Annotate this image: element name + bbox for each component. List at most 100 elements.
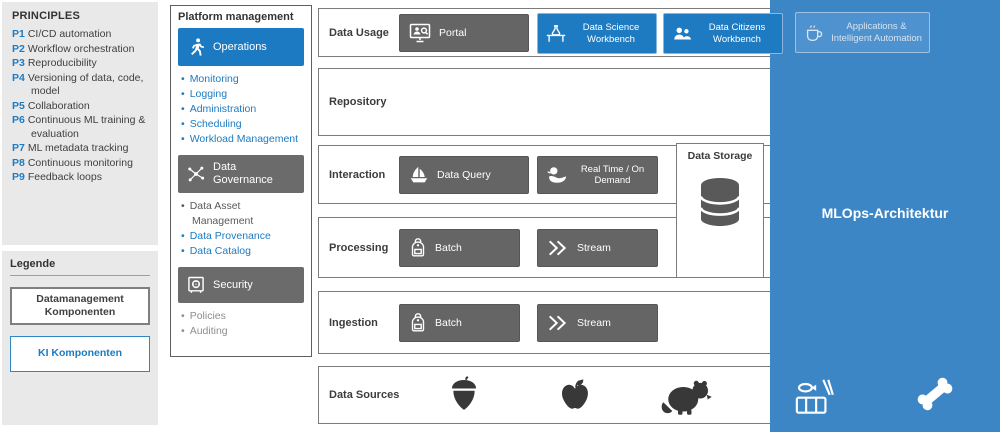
principle-id: P8 (12, 156, 25, 169)
bullet-item: Scheduling (181, 117, 304, 132)
portal-label: Portal (439, 26, 467, 39)
data-query-button[interactable]: Data Query (399, 156, 529, 194)
mlops-overlay-panel: MLOps-Architektur (770, 0, 1000, 432)
stream-label: Stream (577, 316, 611, 329)
row-label: Ingestion (329, 316, 378, 329)
principles-title: PRINCIPLES (12, 10, 81, 22)
operations-bullets: Monitoring Logging Administration Schedu… (181, 72, 304, 147)
platform-management-title: Platform management (178, 11, 294, 23)
data-science-workbench-button[interactable]: Data Science Workbench (537, 13, 657, 54)
legend-panel: Legende Datamanagement Komponenten KI Ko… (2, 251, 158, 425)
ship-icon (407, 164, 431, 186)
portal-button[interactable]: Portal (399, 14, 529, 52)
apple-icon (557, 376, 593, 416)
backpack-icon (407, 237, 429, 259)
monitor-user-icon (407, 21, 433, 45)
principle-id: P2 (12, 42, 25, 55)
row-label: Repository (329, 96, 387, 108)
backpack-icon (407, 312, 429, 334)
processing-batch-button[interactable]: Batch (399, 229, 520, 267)
principle-text: Continuous monitoring (27, 156, 133, 169)
principle-id: P5 (12, 99, 25, 112)
principle-text: Reproducibility (27, 57, 97, 69)
data-citizens-workbench-button[interactable]: Data Citizens Workbench (663, 13, 783, 54)
legend-ki-chip: KI Komponenten (10, 336, 150, 372)
principle-text: Collaboration (27, 99, 90, 112)
real-time-label: Real Time / On Demand (580, 163, 645, 186)
stream-label: Stream (577, 241, 611, 254)
citizens-people-icon (671, 23, 693, 45)
legend-datamanagement-chip: Datamanagement Komponenten (10, 287, 150, 325)
principle-id: P4 (12, 71, 25, 84)
principle-text: Continuous ML training & evaluation (27, 114, 146, 140)
row-label: Interaction (329, 168, 386, 181)
principle-id: P7 (12, 142, 25, 154)
bullet-item: Administration (181, 102, 304, 117)
coffee-cup-icon (803, 22, 825, 44)
governance-label: Data Governance (213, 161, 273, 186)
operations-button[interactable]: Operations (178, 28, 304, 66)
ingestion-batch-button[interactable]: Batch (399, 304, 520, 342)
principle-text: Workflow orchestration (27, 42, 135, 55)
network-nodes-icon (186, 164, 206, 184)
bullet-item: Logging (181, 87, 304, 102)
principle-text: Versioning of data, code, model (27, 71, 144, 98)
bullet-item: Auditing (181, 324, 304, 339)
bento-fish-icon (794, 377, 834, 417)
bullet-item: Data Asset Management (181, 199, 304, 229)
principle-id: P6 (12, 114, 25, 126)
acorn-icon (447, 375, 481, 415)
bullet-item: Policies (181, 309, 304, 324)
bullet-item: Workload Management (181, 132, 304, 147)
database-cylinder-icon (696, 174, 744, 230)
bone-icon (912, 371, 958, 417)
citizens-workbench-label: Data Citizens Workbench (708, 22, 766, 45)
batch-label: Batch (435, 241, 462, 254)
bullet-item: Monitoring (181, 72, 304, 87)
principle-text: CI/CD automation (27, 28, 112, 40)
governance-bullets: Data Asset Management Data Provenance Da… (181, 199, 304, 259)
data-storage-box: Data Storage (676, 143, 764, 278)
bullet-item: Data Provenance (181, 229, 304, 244)
data-storage-title: Data Storage (687, 150, 753, 162)
processing-stream-button[interactable]: Stream (537, 229, 658, 267)
row-label: Data Usage (329, 26, 389, 39)
principle-text: ML metadata tracking (27, 142, 129, 154)
data-query-label: Data Query (437, 168, 491, 181)
platform-management-panel: Platform management Operations Monitorin… (170, 5, 312, 357)
data-governance-button[interactable]: Data Governance (178, 155, 304, 193)
ingestion-stream-button[interactable]: Stream (537, 304, 658, 342)
science-workbench-label: Data Science Workbench (582, 22, 640, 45)
applications-label: Applications & Intelligent Automation (831, 21, 922, 44)
applications-automation-button[interactable]: Applications & Intelligent Automation (795, 12, 930, 53)
security-bullets: Policies Auditing (181, 309, 304, 339)
safe-icon (186, 275, 206, 295)
double-chevron-icon (545, 238, 571, 258)
row-label: Data Sources (329, 389, 400, 401)
principle-id: P3 (12, 57, 25, 69)
double-chevron-icon (545, 313, 571, 333)
mlops-title: MLOps-Architektur (821, 205, 949, 221)
real-time-on-demand-button[interactable]: Real Time / On Demand (537, 156, 658, 194)
principle-text: Feedback loops (27, 171, 102, 183)
lab-workbench-icon (545, 23, 567, 45)
security-button[interactable]: Security (178, 267, 304, 303)
principle-id: P9 (12, 171, 25, 183)
row-label: Processing (329, 241, 389, 254)
batch-label: Batch (435, 316, 462, 329)
running-person-icon (186, 37, 206, 57)
legend-title: Legende (10, 258, 150, 276)
bullet-item: Data Catalog (181, 244, 304, 259)
rubber-duck-icon (545, 164, 569, 186)
